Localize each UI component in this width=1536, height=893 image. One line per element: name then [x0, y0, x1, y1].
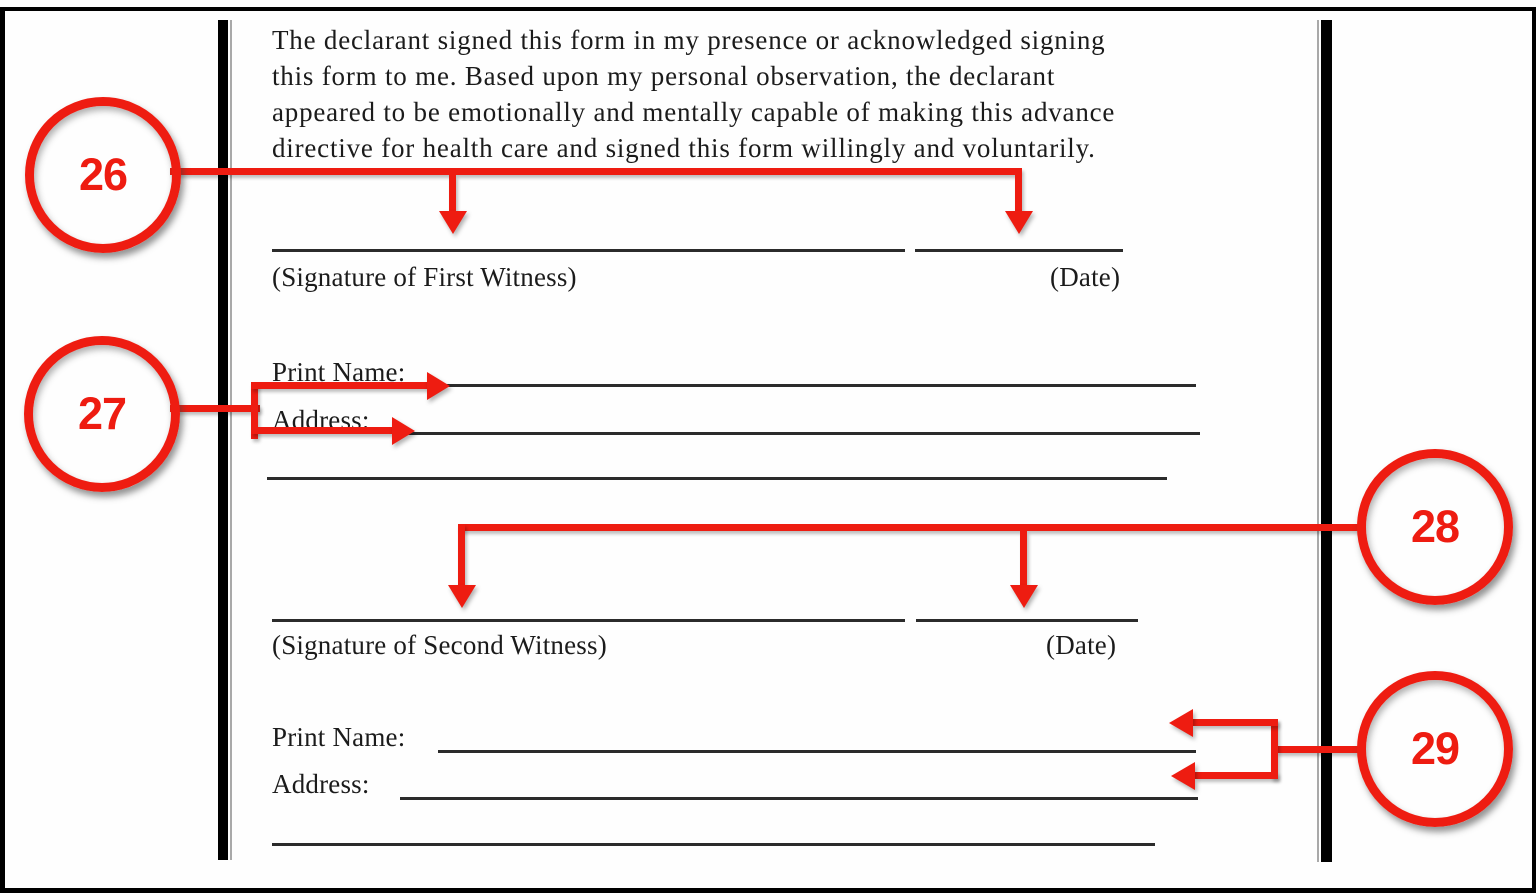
- second-witness-signature-caption: (Signature of Second Witness): [272, 630, 607, 660]
- callout-28-arrow-down-icon: [1010, 585, 1038, 608]
- second-witness-date-line: [916, 619, 1138, 622]
- right-gutter-hairline: [1317, 20, 1319, 862]
- callout-29-bracket-line: [1271, 719, 1278, 779]
- second-witness-date-caption: (Date): [1046, 630, 1117, 660]
- second-witness-address-line: [400, 797, 1198, 800]
- callout-29-badge: 29: [1357, 671, 1513, 827]
- callout-28-number: 28: [1410, 501, 1460, 552]
- callout-26-drop-line-date: [1015, 175, 1022, 212]
- paragraph-line: The declarant signed this form in my pre…: [272, 25, 1106, 55]
- first-witness-date-line: [915, 249, 1123, 252]
- callout-28-arrow-down-icon: [448, 585, 476, 608]
- callout-28-drop-line-date: [1020, 531, 1027, 586]
- callout-27-branch-print-name: [251, 382, 427, 389]
- second-witness-address-line-2: [272, 843, 1155, 846]
- callout-26-connector-line: [170, 168, 1022, 175]
- callout-29-connector-line: [1276, 746, 1359, 753]
- second-witness-signature-line: [272, 619, 905, 622]
- callout-29-branch-print-name: [1193, 719, 1278, 726]
- callout-29-number: 29: [1410, 723, 1460, 774]
- witness-attestation-paragraph: The declarant signed this form in my pre…: [272, 22, 1115, 166]
- callout-27-badge: 27: [24, 336, 180, 492]
- callout-27-arrow-right-icon: [427, 372, 450, 400]
- callout-26-arrow-down-icon: [439, 211, 467, 234]
- first-witness-signature-line: [272, 249, 905, 252]
- second-witness-print-name-label: Print Name:: [272, 722, 406, 752]
- second-witness-print-name-line: [438, 750, 1196, 753]
- callout-29-arrow-left-icon: [1171, 762, 1195, 790]
- callout-28-drop-line-signature: [458, 524, 465, 586]
- left-gutter-hairline: [230, 20, 232, 860]
- callout-29-arrow-left-icon: [1169, 709, 1193, 737]
- callout-26-number: 26: [78, 149, 128, 200]
- first-witness-signature-caption: (Signature of First Witness): [272, 262, 577, 292]
- second-witness-address-label: Address:: [272, 769, 370, 799]
- paragraph-line: directive for health care and signed thi…: [272, 133, 1096, 163]
- callout-26-arrow-down-icon: [1005, 211, 1033, 234]
- callout-27-branch-address: [251, 427, 392, 434]
- paragraph-line: this form to me. Based upon my personal …: [272, 61, 1056, 91]
- callout-28-connector-line: [458, 524, 1359, 531]
- callout-26-drop-line-signature: [449, 175, 456, 212]
- first-witness-address-line: [407, 432, 1200, 435]
- paragraph-line: appeared to be emotionally and mentally …: [272, 97, 1116, 127]
- left-gutter-bar: [218, 20, 228, 860]
- first-witness-print-name-line: [434, 384, 1196, 387]
- first-witness-address-line-2: [267, 477, 1167, 480]
- callout-27-connector-line: [170, 405, 260, 412]
- callout-27-bracket-line: [251, 382, 258, 439]
- callout-29-branch-address: [1195, 772, 1278, 779]
- first-witness-date-caption: (Date): [1050, 262, 1121, 292]
- callout-27-arrow-right-icon: [392, 417, 415, 445]
- callout-28-badge: 28: [1357, 449, 1513, 605]
- right-gutter-bar: [1321, 20, 1332, 862]
- callout-26-badge: 26: [25, 97, 181, 253]
- callout-27-number: 27: [77, 388, 127, 439]
